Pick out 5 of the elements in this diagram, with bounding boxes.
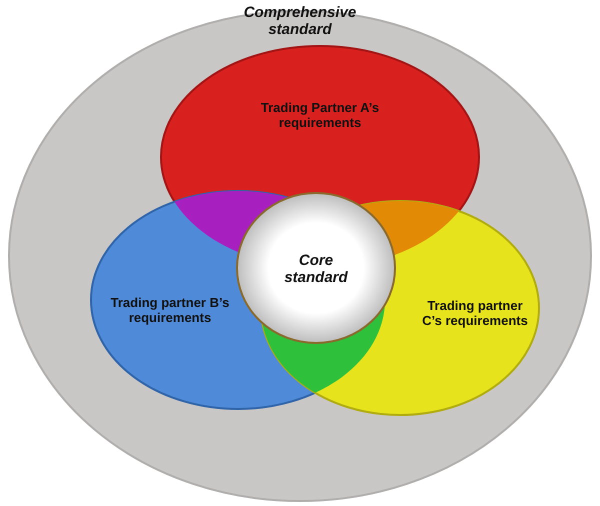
set-label: Trading Partner A’s requirements — [260, 100, 380, 130]
set-title: Comprehensive standard — [242, 4, 358, 38]
set-label: Trading partner B’s requirements — [110, 295, 230, 325]
set-label: Trading partner C’s requirements — [421, 298, 529, 328]
set-title: Core standard — [283, 252, 349, 286]
